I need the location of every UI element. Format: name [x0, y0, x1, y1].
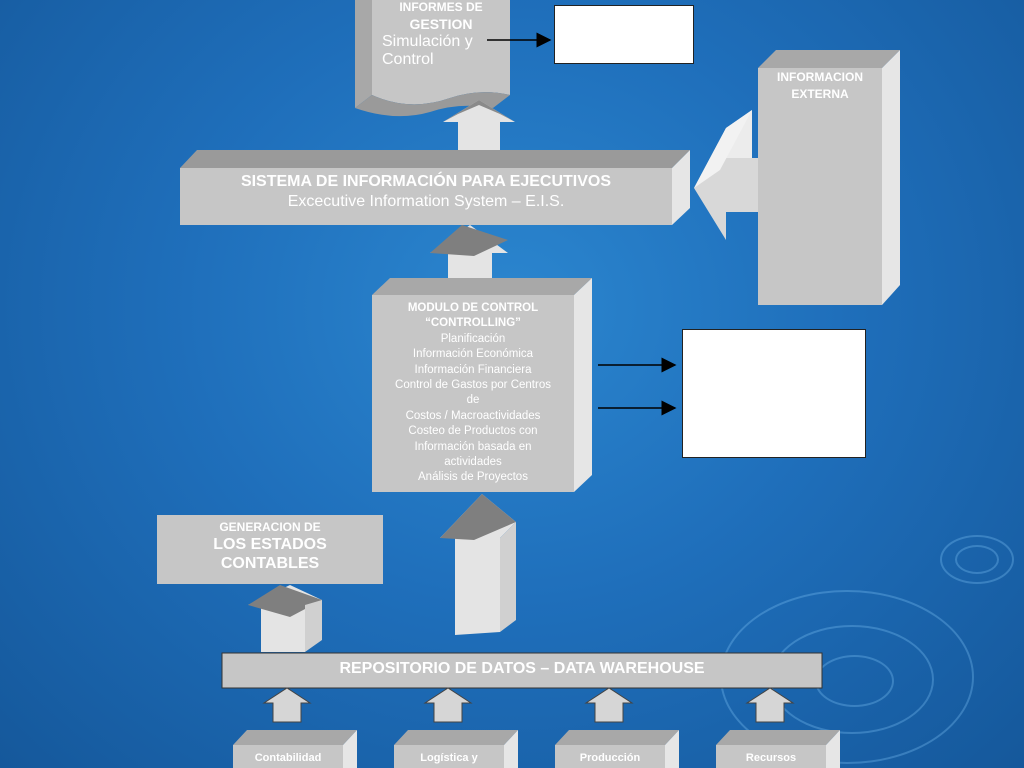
informes-line2: GESTION — [409, 16, 473, 32]
modulo-item: actividades — [444, 456, 502, 469]
source-arrows — [262, 687, 795, 723]
generacion-text: GENERACION DE LOS ESTADOS CONTABLES — [157, 520, 383, 573]
repositorio-bar-shape — [221, 652, 823, 689]
left-arrow-externa-to-eis — [694, 110, 758, 240]
up-arrow-eis-to-informes — [443, 100, 515, 158]
generacion-box-shape — [157, 515, 383, 584]
eis-bar-shape — [180, 150, 690, 225]
eis-text: SISTEMA DE INFORMACIÓN PARA EJECUTIVOS E… — [180, 173, 672, 211]
informes-document-shape — [355, 0, 510, 117]
source-label-contabilidad: Contabilidad — [254, 752, 322, 764]
informes-line1: INFORMES DE — [399, 0, 483, 14]
modulo-item: Información Económica — [412, 348, 534, 361]
generacion-line2: LOS ESTADOS — [213, 536, 327, 553]
modulo-box-shape — [372, 278, 592, 492]
info-externa-line2: EXTERNA — [791, 87, 849, 101]
source-label-produccion: Producción — [579, 752, 641, 764]
source-label-logistica: Logística y — [420, 752, 478, 764]
informes-text: INFORMES DE GESTION Simulación y Control — [372, 0, 510, 69]
info-externa-text: INFORMACION EXTERNA — [758, 69, 882, 103]
up-arrow-repositorio-to-generacion — [248, 585, 322, 652]
source-label-recursos: Recursos — [745, 752, 797, 764]
modulo-item: Información Financiera — [414, 363, 532, 376]
informes-output-box — [554, 5, 694, 64]
modulo-text: MODULO DE CONTROL “CONTROLLING” Planific… — [372, 301, 574, 486]
water-ripple-decoration — [940, 535, 1014, 584]
info-externa-line1: INFORMACION — [777, 70, 863, 84]
modulo-item: de — [466, 394, 480, 407]
modulo-item: Información basada en — [414, 440, 532, 453]
generacion-line1: GENERACION DE — [219, 520, 321, 534]
eis-subtitle: Excecutive Information System – E.I.S. — [287, 193, 565, 210]
modulo-title1: MODULO DE CONTROL — [407, 302, 539, 314]
modulo-item: Análisis de Proyectos — [418, 471, 528, 484]
modulo-item: Planificación — [440, 332, 506, 345]
informes-line3: Simulación y — [382, 33, 473, 50]
modulo-output-box — [682, 329, 866, 458]
eis-title: SISTEMA DE INFORMACIÓN PARA EJECUTIVOS — [240, 173, 612, 190]
up-arrow-repositorio-to-modulo — [440, 494, 516, 635]
generacion-line3: CONTABLES — [220, 555, 320, 572]
source-boxes — [233, 730, 840, 768]
up-arrow-modulo-to-eis — [430, 225, 508, 292]
informes-line4: Control — [382, 51, 434, 68]
modulo-title2: “CONTROLLING” — [425, 317, 521, 330]
repositorio-title: REPOSITORIO DE DATOS – DATA WAREHOUSE — [339, 660, 705, 677]
modulo-item: Costeo de Productos con — [408, 425, 538, 438]
modulo-item: Costos / Macroactividades — [405, 409, 541, 422]
info-externa-box-shape — [758, 50, 900, 305]
modulo-item: Control de Gastos por Centros — [395, 379, 551, 392]
water-ripple-decoration — [955, 545, 999, 574]
